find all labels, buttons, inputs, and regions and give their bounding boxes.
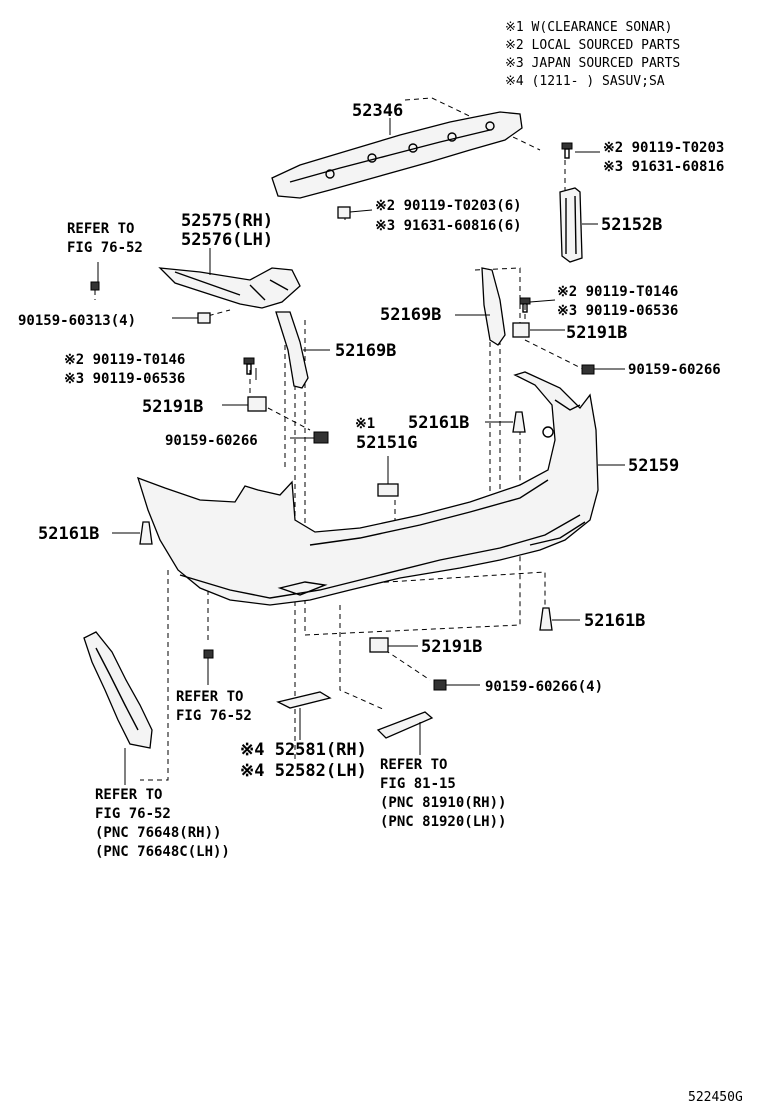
label-90159-60266-lower: 90159-60266(4) (485, 679, 603, 695)
label-52152b: 52152B (601, 215, 662, 235)
label-52151g: 52151G (356, 433, 417, 453)
screw-90159-60313 (197, 312, 211, 324)
label-90119-t0146-a: ※2 90119-T0146 (557, 284, 678, 300)
label-52191b-right: 52191B (566, 323, 627, 343)
retainer-52169b-left (275, 311, 309, 389)
label-90119-t0146-b: ※2 90119-T0146 (64, 352, 185, 368)
label-52581: ※4 52581(RH) (240, 740, 367, 760)
notes-legend: ※1 W(CLEARANCE SONAR) ※2 LOCAL SOURCED P… (505, 20, 680, 89)
screw-90159-60266-lower (433, 679, 447, 691)
label-90159-60266-right: 90159-60266 (628, 362, 721, 378)
molding-52581 (276, 691, 332, 709)
label-refer-81-2: FIG 81-15 (380, 776, 456, 792)
label-91631-60816-a: ※3 91631-60816 (603, 159, 724, 175)
clip-52161b-left (139, 521, 153, 545)
label-90119-06536-b: ※3 90119-06536 (64, 371, 185, 387)
bracket-52575 (158, 267, 301, 309)
label-90119-t0203-b: ※2 90119-T0203(6) (375, 198, 522, 214)
label-52582: ※4 52582(LH) (240, 761, 367, 781)
label-refer-bottom-2: FIG 76-52 (95, 806, 171, 822)
label-refer-bottom-1: REFER TO (95, 787, 162, 803)
label-note1-mark: ※1 (355, 416, 375, 432)
label-refer-mid-2: FIG 76-52 (176, 708, 252, 724)
label-90119-06536-a: ※3 90119-06536 (557, 303, 678, 319)
bracket-52151g (377, 483, 399, 497)
clip-52161b-mid (512, 411, 526, 433)
diagram-code: 522450G (688, 1090, 743, 1105)
screw-90159-60266-left (313, 431, 329, 444)
label-90159-60266-left: 90159-60266 (165, 433, 258, 449)
label-91631-60816-b: ※3 91631-60816(6) (375, 218, 522, 234)
clip-52191b-right (512, 322, 530, 338)
part-labels: 52346 ※2 90119-T0203 ※3 91631-60816 ※2 9… (18, 101, 743, 1105)
retainer-52169b-right (481, 267, 506, 346)
note-4: ※4 (1211- ) SASUV;SA (505, 74, 665, 89)
label-refer-top-1: REFER TO (67, 221, 134, 237)
label-52161b-lower: 52161B (584, 611, 645, 631)
retainer-52346 (271, 111, 523, 199)
note-3: ※3 JAPAN SOURCED PARTS (505, 56, 680, 71)
screw-90119-t0203-top (561, 142, 573, 159)
note-1: ※1 W(CLEARANCE SONAR) (505, 20, 672, 35)
label-refer-81-4: (PNC 81920(LH)) (380, 814, 506, 830)
label-52191b-left: 52191B (142, 397, 203, 417)
screw-90119-t0146-right (519, 297, 531, 313)
screw-90119-t0203-mid (337, 206, 351, 219)
label-refer-bottom-3: (PNC 76648(RH)) (95, 825, 221, 841)
reflector-81910 (376, 711, 434, 739)
label-refer-81-1: REFER TO (380, 757, 447, 773)
label-52169b-right: 52169B (380, 305, 441, 325)
label-52575: 52575(RH) (181, 211, 273, 231)
clip-52161b-lower (539, 607, 553, 631)
note-2: ※2 LOCAL SOURCED PARTS (505, 38, 680, 53)
bracket-52152b (559, 187, 583, 263)
label-90159-60313: 90159-60313(4) (18, 313, 136, 329)
label-52161b-mid: 52161B (408, 413, 469, 433)
label-refer-bottom-4: (PNC 76648C(LH)) (95, 844, 230, 860)
bumper-cover-52159 (136, 371, 599, 606)
label-52576: 52576(LH) (181, 230, 273, 250)
label-refer-81-3: (PNC 81910(RH)) (380, 795, 506, 811)
mudguard-76648 (83, 631, 153, 749)
label-52159: 52159 (628, 456, 679, 476)
label-refer-top-2: FIG 76-52 (67, 240, 143, 256)
label-52161b-left: 52161B (38, 524, 99, 544)
screw-refer-top (90, 281, 100, 291)
label-90119-t0203-a: ※2 90119-T0203 (603, 140, 724, 156)
label-52169b-left: 52169B (335, 341, 396, 361)
clip-52191b-left (247, 396, 267, 412)
screw-90119-t0146-left (243, 357, 255, 375)
leader-lines (97, 118, 625, 785)
clip-52191b-lower (369, 637, 389, 653)
screw-refer-mid (203, 649, 214, 659)
label-52346: 52346 (352, 101, 403, 121)
label-52191b-lower: 52191B (421, 637, 482, 657)
label-refer-mid-1: REFER TO (176, 689, 243, 705)
screw-90159-60266-right (581, 364, 595, 375)
